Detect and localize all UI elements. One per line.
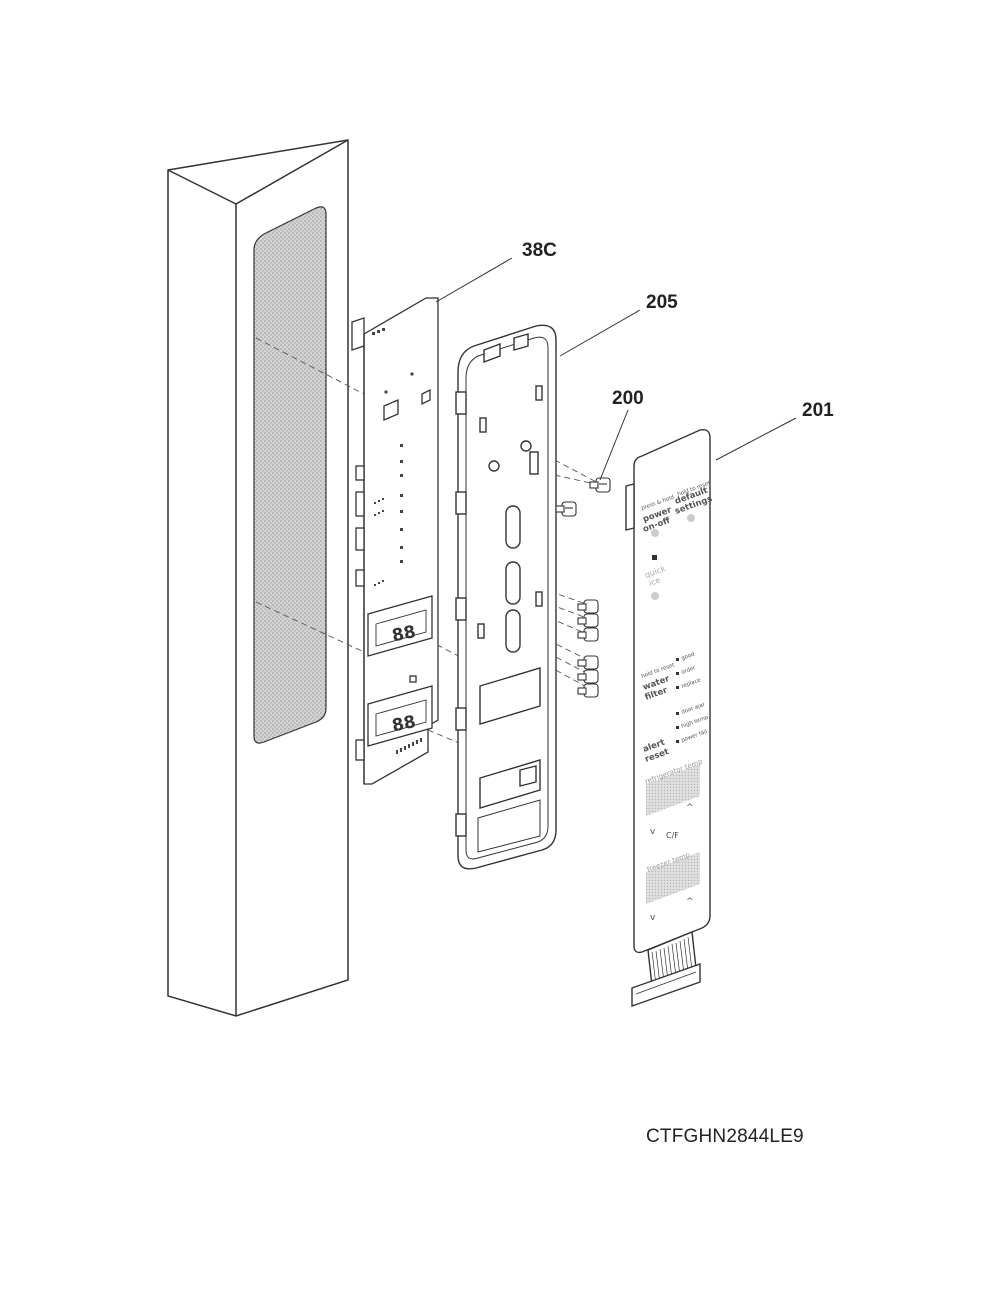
refrigerator-temp-window (646, 764, 700, 816)
model-number: CTFGHN2844LE9 (646, 1126, 804, 1147)
screw (589, 477, 611, 493)
fridge-up-arrow: ^ (686, 803, 694, 813)
screw (577, 655, 599, 670)
freezer-up-arrow: ^ (686, 897, 694, 907)
unit-toggle-label: C/F (666, 831, 679, 840)
freezer-down-arrow: v (650, 913, 656, 923)
screw (555, 501, 577, 517)
screw (577, 599, 599, 614)
screws-200 (555, 477, 611, 698)
callout-38c: 38C (522, 240, 557, 261)
upper-display-module (367, 595, 433, 657)
control-overlay-201 (625, 428, 711, 1007)
leader-lines (435, 257, 797, 481)
ribbon-connector (631, 963, 701, 1007)
door-panel (167, 139, 349, 1017)
fridge-down-arrow: v (650, 827, 656, 837)
upper-display-digits: 88 (390, 622, 417, 646)
freezer-temp-window (646, 852, 700, 904)
lower-display-digits: 88 (390, 712, 417, 736)
screw (577, 627, 599, 642)
screw (577, 683, 599, 698)
callout-201: 201 (802, 400, 834, 421)
screw (577, 613, 599, 628)
screw (577, 669, 599, 684)
door-display-window (253, 206, 327, 744)
callout-200: 200 (612, 388, 644, 409)
filter-good-label: good (681, 652, 696, 662)
filter-order-label: order (681, 665, 698, 676)
callout-205: 205 (646, 292, 678, 313)
ice-label: ice (648, 575, 662, 587)
lower-display-module (367, 685, 433, 747)
control-board-38c (351, 297, 439, 785)
control-housing-205 (455, 324, 557, 870)
